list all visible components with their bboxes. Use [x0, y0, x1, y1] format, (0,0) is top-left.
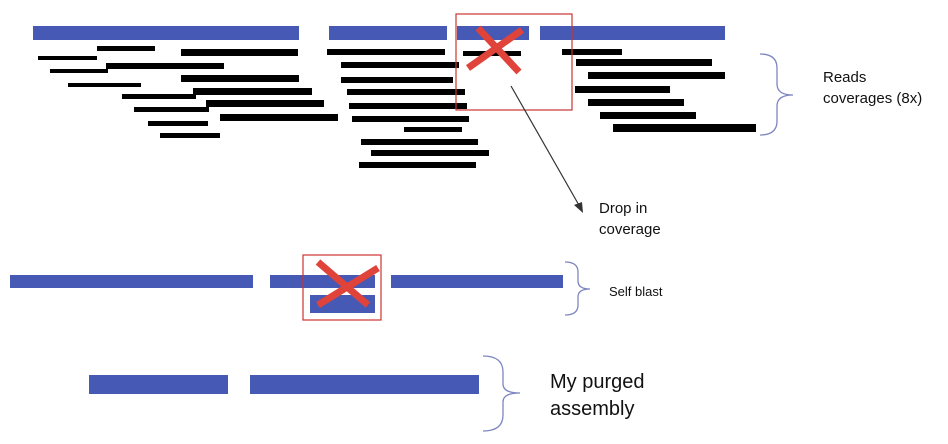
read-bar	[588, 72, 725, 79]
brace-icon	[482, 355, 521, 432]
arrow-icon	[510, 85, 583, 213]
read-bar	[347, 89, 465, 95]
read-bar	[50, 69, 108, 73]
read-bar	[97, 46, 155, 51]
read-bar	[562, 49, 622, 55]
read-bar	[134, 107, 209, 112]
read-bar	[352, 116, 469, 122]
read-bar	[181, 75, 299, 82]
contig-bar	[540, 26, 725, 40]
reads-label: Reads coverages (8x)	[823, 69, 922, 107]
contig-bar	[391, 275, 563, 288]
read-bar	[220, 114, 338, 121]
purged-label: My purged assembly	[550, 371, 650, 420]
read-bar	[359, 162, 476, 168]
read-bar	[148, 121, 208, 126]
contig-bar	[89, 375, 228, 394]
row2-contigs	[10, 275, 563, 313]
self-blast-box	[302, 254, 382, 321]
read-bar	[193, 88, 312, 95]
read-bar	[181, 49, 298, 56]
row1-contigs	[33, 26, 725, 40]
read-bar	[576, 59, 712, 66]
drop-label: Drop in coverage	[599, 200, 661, 238]
read-bar	[206, 100, 324, 107]
read-bar	[122, 94, 196, 99]
cross-icon	[465, 25, 525, 75]
row3-contigs	[89, 375, 479, 394]
row1-reads	[38, 46, 756, 168]
read-bar	[341, 62, 459, 68]
read-bar	[361, 139, 478, 145]
read-bar	[613, 124, 756, 132]
read-bar	[349, 103, 467, 109]
read-bar	[160, 133, 220, 138]
read-bar	[106, 63, 224, 69]
read-bar	[371, 150, 489, 156]
contig-bar	[329, 26, 447, 40]
read-bar	[327, 49, 445, 55]
contig-bar	[10, 275, 253, 288]
read-bar	[404, 127, 462, 132]
brace-icon	[564, 261, 591, 316]
read-bar	[588, 99, 684, 106]
read-bar	[341, 77, 453, 83]
cross-icon	[315, 259, 380, 308]
self-blast-label: Self blast	[609, 284, 663, 299]
contig-bar	[250, 375, 479, 394]
brace-icon	[759, 53, 794, 136]
read-bar	[38, 56, 97, 60]
contig-bar	[33, 26, 299, 40]
coverage-drop-box	[455, 13, 573, 111]
read-bar	[68, 83, 141, 87]
read-bar	[600, 112, 696, 119]
read-bar	[575, 86, 670, 93]
